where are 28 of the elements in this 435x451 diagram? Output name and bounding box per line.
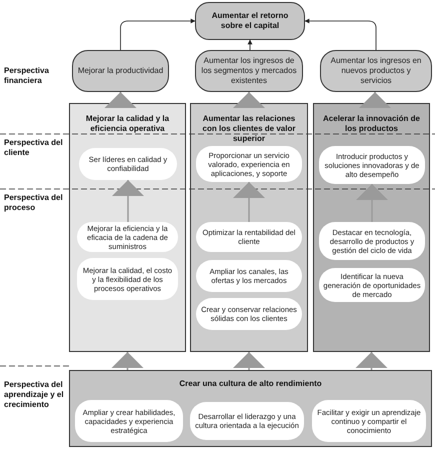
column-heading: Crear una cultura de alto rendimiento	[178, 379, 323, 389]
goal-box: Aumentar los ingresos de los segmentos y mercados existentes	[195, 50, 303, 92]
goal-box: Aumentar los ingresos en nuevos productos y servicios	[320, 50, 432, 92]
perspective-band	[69, 370, 432, 447]
arrow	[248, 40, 252, 50]
triangle-arrow	[233, 352, 265, 370]
perspective-label: Perspectiva del proceso	[4, 193, 64, 213]
triangle-arrow	[356, 352, 388, 370]
column-heading: Mejorar la calidad y la eficiencia operativa	[84, 114, 170, 134]
perspective-label: Perspectiva del cliente	[4, 138, 64, 158]
triangle-arrow	[233, 92, 265, 108]
goal-box: Aumentar el retorno sobre el capital	[195, 2, 305, 40]
arrow	[120, 18, 196, 50]
perspective-label: Perspectiva del aprendizaje y el crecimiento	[4, 380, 65, 410]
triangle-arrow	[112, 352, 144, 370]
perspective-label: Perspectiva financiera	[4, 66, 50, 86]
goal-box: Mejorar la productividad	[72, 50, 169, 92]
triangle-arrow	[112, 180, 144, 222]
column-heading: Aumentar las relaciones con los clientes de valor superior	[202, 114, 296, 144]
triangle-arrow	[233, 182, 265, 222]
column-heading: Acelerar la innovación de los productos	[322, 114, 421, 134]
triangle-arrow	[356, 184, 388, 222]
theme-column	[313, 103, 430, 352]
triangle-arrow	[359, 92, 391, 108]
triangle-arrow	[104, 92, 136, 108]
theme-column	[190, 103, 308, 352]
theme-column	[69, 103, 186, 352]
arrow	[304, 18, 376, 50]
